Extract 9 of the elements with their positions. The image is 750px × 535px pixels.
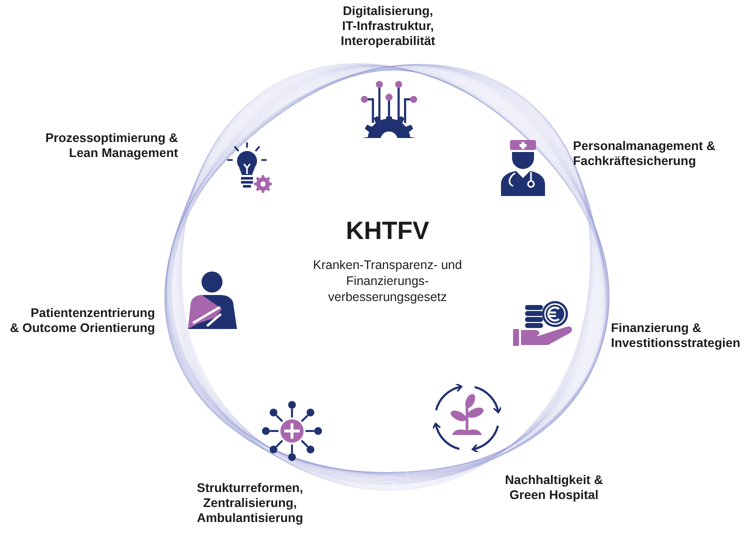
topic-label: Digitalisierung, IT-Infrastruktur, Interoperabilität: [340, 4, 436, 49]
topic-label: Prozessoptimierung & Lean Management: [45, 131, 178, 161]
topic-label: Nachhaltigkeit & Green Hospital: [505, 473, 603, 503]
hub-title: KHTFV: [346, 216, 430, 246]
topic-label: Patientenzentrierung & Outcome Orientierung: [10, 306, 155, 336]
hub-subtitle: Kranken-Transparenz- und Finanzierungs-verbesserungsgesetz: [312, 257, 463, 305]
topic-label: Finanzierung & Investitionsstrategien: [611, 321, 740, 351]
topic-label: Strukturreformen, Zentralisierung, Ambulantisierung: [196, 481, 304, 526]
topic-label: Personalmanagement & Fachkräftesicherung: [573, 139, 716, 169]
